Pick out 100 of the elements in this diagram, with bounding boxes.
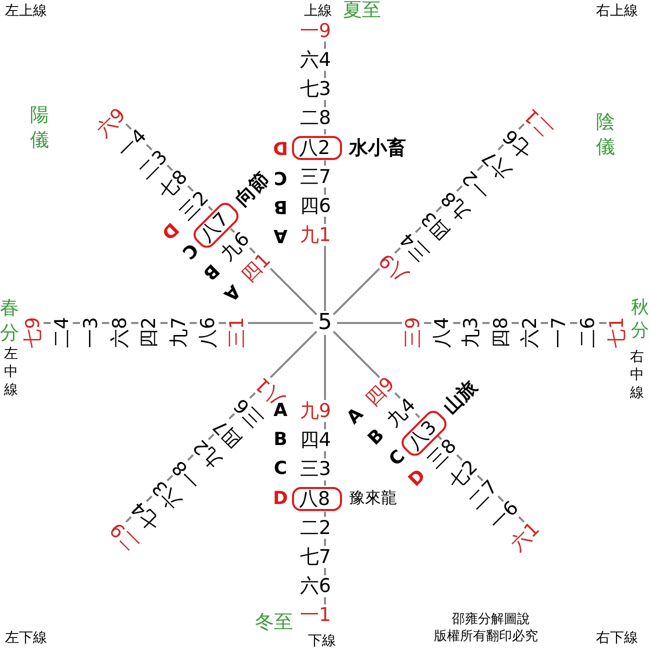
ray-line <box>324 188 326 195</box>
ray-number: 二4 <box>50 317 73 348</box>
line-label: 左中線 <box>4 345 18 400</box>
ray-line <box>414 226 422 234</box>
ray-line <box>394 247 401 254</box>
row-letter: A <box>273 224 288 246</box>
ray-line <box>187 454 194 461</box>
ray-number: 三7 <box>300 166 331 188</box>
ray-line <box>324 480 326 486</box>
center-number: 5 <box>318 311 332 335</box>
hexagram-name: 水小畜 <box>349 136 406 162</box>
ray-number: 二8 <box>300 107 331 130</box>
ray-line <box>146 496 152 502</box>
ray-line <box>190 322 197 324</box>
ray-line <box>102 322 110 324</box>
ray-number: 七9 <box>22 317 44 348</box>
ray-line <box>512 322 519 324</box>
ray-line <box>44 322 51 324</box>
ray-number: 二6 <box>577 317 600 348</box>
ray-number: 六1 <box>506 518 544 556</box>
ray-number: 七3 <box>300 78 331 100</box>
ray-line <box>324 568 326 576</box>
ray-line <box>324 70 326 78</box>
ray-line <box>324 451 326 458</box>
season-label: 冬至 <box>255 612 293 634</box>
ray-number: 二2 <box>300 516 331 539</box>
ray-line <box>324 538 326 546</box>
ray-line <box>324 42 326 49</box>
ray-line <box>518 123 525 130</box>
ray-line <box>456 185 463 192</box>
ray-line <box>324 512 326 517</box>
ray-number: 四2 <box>138 317 160 348</box>
ray-line <box>249 392 256 399</box>
row-letter: C <box>273 458 288 480</box>
ray-number: 三1 <box>226 317 248 348</box>
ray-line <box>324 160 326 166</box>
ray-line <box>125 516 132 523</box>
ray-number: 一1 <box>300 604 331 626</box>
season-label: 夏至 <box>343 0 381 22</box>
ray-line <box>453 322 460 324</box>
ray-number: 六9 <box>92 104 130 142</box>
ray-line <box>131 322 138 324</box>
hexagram-name: 豫來龍 <box>349 488 398 510</box>
ray-number: 四4 <box>300 429 331 452</box>
ray-line <box>324 246 326 311</box>
ray-number: 八4 <box>431 317 454 348</box>
ray-number: 八6 <box>196 317 219 348</box>
ray-line <box>498 144 504 150</box>
ray-number: 九1 <box>300 224 331 246</box>
ray-line <box>570 322 578 324</box>
line-label: 左上線 <box>5 3 47 20</box>
ray-line <box>187 185 194 192</box>
row-letter: A <box>274 400 288 422</box>
ray-line <box>228 412 236 420</box>
ray-line <box>166 164 174 172</box>
line-label: 右下線 <box>596 630 638 646</box>
ray-line <box>72 322 80 324</box>
credit-text: 版權所有翻印必究 <box>434 630 538 645</box>
season-label: 陰儀 <box>596 110 615 160</box>
ray-line <box>324 335 326 400</box>
season-label: 春分 <box>0 296 19 346</box>
ray-number: 一3 <box>80 317 102 348</box>
ray-number: 七7 <box>300 546 331 568</box>
ray-line <box>324 597 326 604</box>
ray-number: 七1 <box>606 317 628 348</box>
line-label: 右中線 <box>630 348 644 403</box>
line-label: 左下線 <box>5 630 47 646</box>
row-letter: B <box>273 194 288 217</box>
line-label: 上線 <box>304 3 332 20</box>
ray-line <box>518 516 525 523</box>
ray-line <box>270 330 318 378</box>
ray-line <box>324 129 326 134</box>
ray-number: 四8 <box>490 317 512 348</box>
ray-line <box>332 268 380 316</box>
season-label: 陽儀 <box>30 103 49 152</box>
ray-number: 九7 <box>168 317 190 348</box>
ray-number: 九9 <box>300 400 331 422</box>
ray-line <box>456 454 463 461</box>
ray-number: 六4 <box>300 48 331 71</box>
ray-line <box>160 322 168 324</box>
ray-number: 四6 <box>300 194 331 217</box>
ray-line <box>324 216 326 224</box>
ray-line <box>437 435 442 440</box>
ray-line <box>146 144 152 150</box>
ray-line <box>394 392 401 399</box>
ray-line <box>476 164 484 172</box>
ray-line <box>218 322 226 324</box>
credit-text: 邵雍分解圖說 <box>452 613 530 628</box>
ray-line <box>248 322 313 324</box>
ray-number: 六2 <box>518 317 541 348</box>
ray-line <box>540 322 548 324</box>
ray-line <box>332 330 380 378</box>
highlight-box: 八8 <box>292 486 342 511</box>
ray-line <box>166 474 174 482</box>
line-label: 下線 <box>308 633 336 650</box>
ray-line <box>599 322 606 324</box>
ray-line <box>436 206 442 212</box>
ray-line <box>208 434 214 440</box>
ray-line <box>125 123 132 130</box>
ray-line <box>498 496 504 502</box>
